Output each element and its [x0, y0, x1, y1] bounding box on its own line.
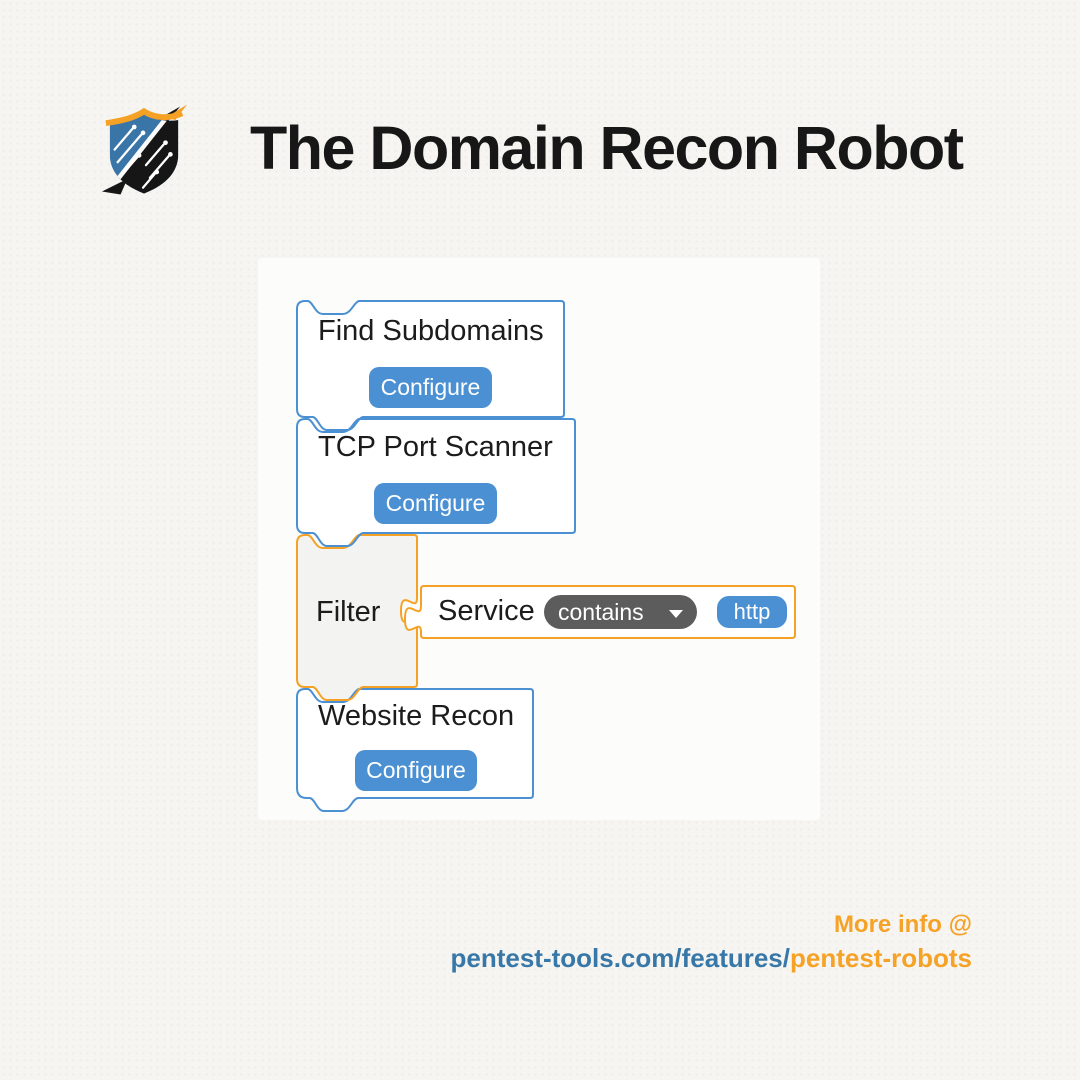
footer-url-suffix: pentest-robots: [790, 943, 972, 973]
page-title: The Domain Recon Robot: [250, 114, 964, 182]
block-filter[interactable]: [297, 535, 417, 700]
footer-url: pentest-tools.com/features/pentest-robot…: [450, 945, 972, 972]
block-tcp-port-scanner-label: TCP Port Scanner: [318, 431, 553, 463]
block-filter-label: Filter: [316, 596, 381, 628]
configure-button-find-subdomains[interactable]: Configure: [369, 367, 492, 408]
block-filter-outline: [296, 534, 418, 701]
footer-url-prefix: pentest-tools.com/features/: [450, 943, 790, 973]
block-find-subdomains[interactable]: [297, 301, 564, 430]
chevron-down-icon: [669, 609, 683, 618]
block-find-subdomains-outline: [296, 300, 565, 431]
configure-button-tcp-port-scanner[interactable]: Configure: [374, 483, 497, 524]
contains-operator-dropdown[interactable]: contains: [544, 595, 697, 629]
configure-button-website-recon[interactable]: Configure: [355, 750, 477, 791]
block-website-recon-label: Website Recon: [318, 700, 515, 732]
logo-tail-shape: [101, 178, 128, 195]
http-value-field[interactable]: http: [717, 596, 787, 628]
block-tcp-port-scanner[interactable]: [297, 419, 575, 546]
block-find-subdomains-label: Find Subdomains: [318, 315, 544, 347]
footer-more-info: More info @: [833, 911, 972, 938]
service-field-label: Service: [438, 595, 535, 627]
contains-operator-label: contains: [558, 598, 644, 625]
logo-shield-icon: [101, 104, 188, 195]
footer: More info @ pentest-tools.com/features/p…: [450, 912, 972, 972]
block-tcp-port-scanner-outline: [296, 418, 576, 547]
block-website-recon-outline: [296, 688, 534, 812]
